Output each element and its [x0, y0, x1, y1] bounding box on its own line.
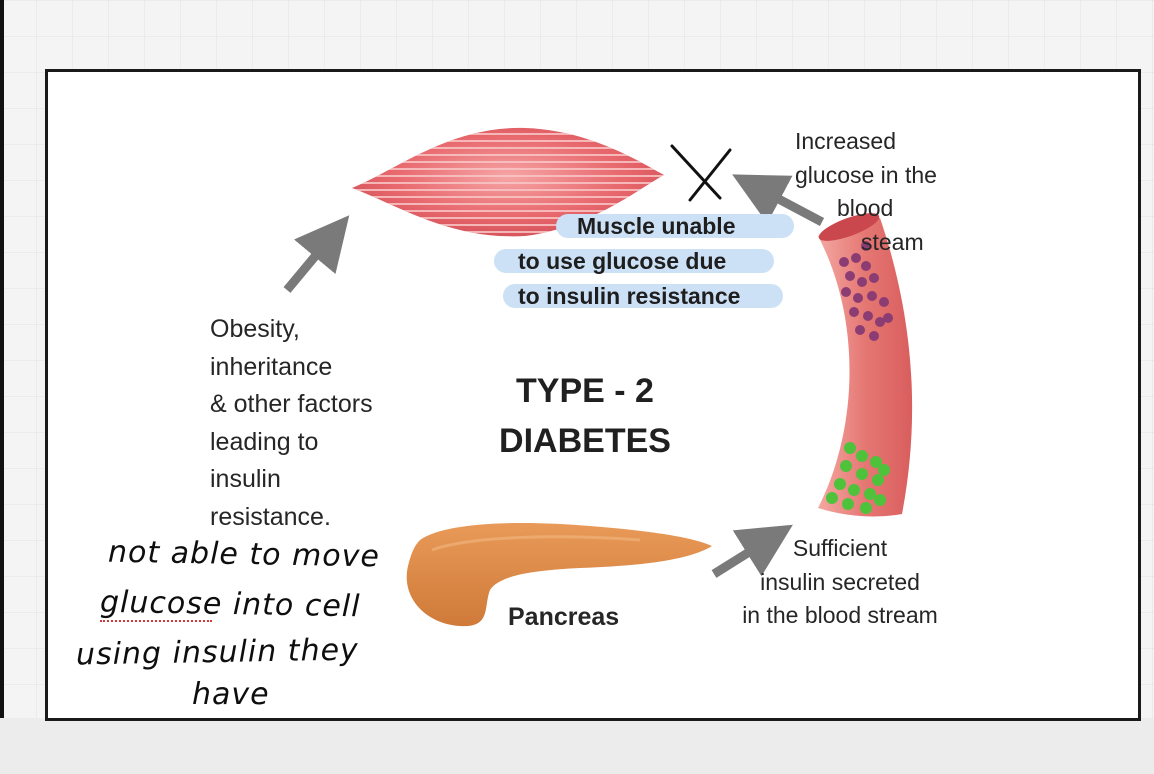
muscle-line: to insulin resistance [518, 283, 741, 309]
glucose-text: Increased glucose in the blood steam [795, 125, 937, 259]
causes-line: inheritance [210, 352, 333, 381]
causes-text: Obesity, inheritance & other factors lea… [210, 311, 373, 536]
glucose-line: blood [837, 195, 894, 221]
muscle-line: to use glucose due [518, 248, 727, 274]
insulin-text: Sufficient insulin secreted in the blood… [720, 532, 960, 633]
highlight-band [503, 284, 783, 308]
note-line: have [192, 677, 270, 712]
causes-line: insulin [210, 465, 281, 493]
page-left-edge [0, 0, 4, 774]
insulin-molecules [826, 442, 890, 514]
pancreas-illustration [406, 522, 712, 627]
insulin-line: insulin secreted [760, 568, 920, 595]
glucose-line: glucose in the [795, 161, 937, 188]
note-line: not able to move [107, 534, 381, 575]
note-line: glucose into cell [99, 584, 361, 625]
muscle-line: Muscle unable [577, 213, 736, 239]
arrow-glucose-to-muscle [732, 174, 825, 226]
title-line: TYPE - 2 [516, 372, 654, 410]
highlight-band [556, 214, 794, 238]
causes-line: leading to [210, 427, 319, 456]
glucose-molecules [839, 241, 893, 341]
title-line: DIABETES [499, 422, 671, 460]
insulin-line: Sufficient [792, 535, 888, 561]
highlight-band [494, 249, 774, 273]
glucose-line: Increased [795, 128, 897, 154]
page-bottom-band [0, 718, 1154, 774]
diagram-title: TYPE - 2 DIABETES [470, 366, 700, 466]
glucose-line: steam [861, 228, 924, 255]
insulin-line: in the blood stream [742, 602, 938, 628]
note-line: using insulin they [75, 632, 360, 673]
causes-line: Obesity, [210, 315, 300, 343]
blocked-cross-icon [670, 144, 732, 202]
pancreas-label: Pancreas [508, 603, 620, 631]
spellcheck-underline [100, 620, 212, 622]
arrow-to-muscle [283, 215, 350, 293]
causes-line: resistance. [210, 502, 331, 531]
causes-line: & other factors [210, 390, 373, 418]
arrow-pancreas-to-blood [711, 524, 793, 578]
